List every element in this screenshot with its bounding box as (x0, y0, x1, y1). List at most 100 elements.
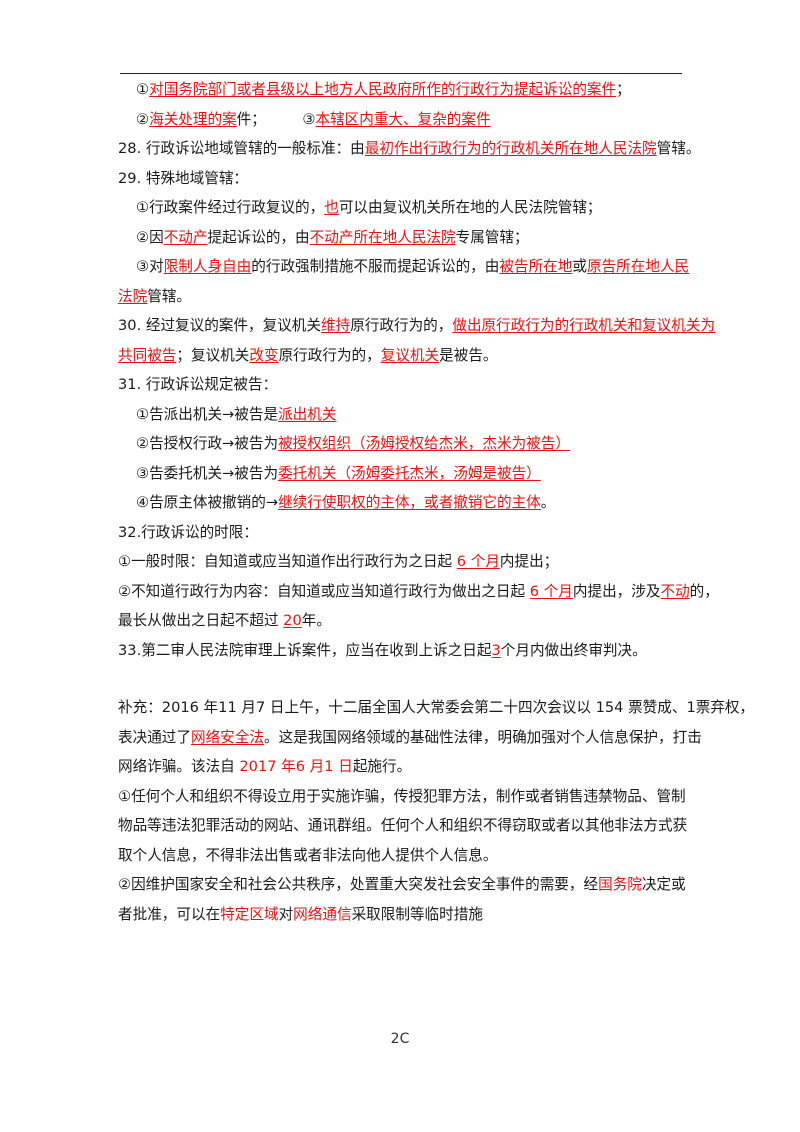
text-span: 32.行政诉讼的时限： (118, 523, 258, 541)
text-span: ④告原主体被撤销的→ (136, 494, 279, 511)
highlighted-text: 2017 年6 月1 日 (239, 758, 353, 775)
text-line: ④告原主体被撤销的→继续行使职权的主体，或者撤销它的主体。 (118, 488, 688, 518)
text-line: 29. 特殊地域管辖： (118, 164, 688, 194)
text-span: 补充：2016 年11 月7 日上午，十二届全国人大常委会第二十四次会议以 15… (118, 699, 755, 716)
text-span: 对 (278, 905, 294, 923)
text-span: 者批准，可以在 (118, 905, 221, 923)
highlighted-text: 海关处理的案 (149, 110, 237, 128)
text-span: 决定或 (641, 876, 686, 893)
text-line: ①行政案件经过行政复议的，也可以由复议机关所在地的人民法院管辖； (118, 193, 688, 223)
highlighted-text: 国务院 (598, 876, 642, 893)
highlighted-text: 共同被告 (118, 346, 177, 364)
highlighted-text: 维持 (320, 317, 351, 334)
text-span: 的行政强制措施不服而提起诉讼的，由 (251, 258, 500, 275)
highlighted-text: 不动产 (163, 228, 208, 246)
text-span: ； (616, 81, 631, 98)
highlighted-text: 改变 (249, 346, 279, 364)
highlighted-text: 被授权组织（汤姆授权给杰米，杰米为被告） (278, 435, 570, 452)
text-span: 内提出； (499, 553, 559, 570)
text-line: 取个人信息，不得非法出售或者非法向他人提供个人信息。 (118, 841, 688, 871)
text-line: 32.行政诉讼的时限： (118, 518, 688, 548)
text-line: 物品等违法犯罪活动的网站、通讯群组。任何个人和组织不得窃取或者以其他非法方式获 (118, 811, 688, 841)
text-span: 或 (572, 258, 587, 275)
text-span: ③告委托机关→被告为 (136, 464, 279, 482)
text-span: ；复议机关 (176, 346, 250, 364)
text-line: 33.第二审人民法院审理上诉案件，应当在收到上诉之日起3个月内做出终审判决。 (118, 636, 688, 666)
highlighted-text: 做出原行政行为的行政机关和复议机关为 (452, 317, 716, 334)
text-span: 。这是我国网络领域的基础性法律，明确加强对个人信息保护，打击 (263, 728, 702, 746)
text-line: ③告委托机关→被告为委托机关（汤姆委托杰米，汤姆是被告） (118, 459, 688, 489)
text-span: ②因 (136, 228, 164, 246)
text-span: 可以由复议机关所在地的人民法院管辖； (338, 199, 602, 216)
highlighted-text: 最初作出行政行为的行政机关所在地人民法院 (364, 140, 657, 157)
text-span: ①一般时限：自知道或应当知道作出行政行为之日起 (118, 553, 457, 570)
text-span: 专属管辖； (455, 228, 529, 246)
paragraph-gap (118, 665, 688, 693)
text-span: 29. 特殊地域管辖： (118, 169, 249, 187)
text-line: 31. 行政诉讼规定被告： (118, 370, 688, 400)
text-line: ①一般时限：自知道或应当知道作出行政行为之日起 6 个月内提出； (118, 547, 688, 577)
text-span: ② (136, 110, 150, 128)
text-span: 个月内做出终审判决。 (500, 641, 647, 659)
text-span: 的， (689, 582, 719, 600)
highlighted-text: 网络通信 (293, 905, 352, 923)
text-span: ②因维护国家安全和社会公共秩序，处置重大突发社会安全事件的需要，经 (118, 876, 599, 893)
text-span: 年。 (301, 612, 331, 629)
header-rule (120, 73, 682, 74)
text-line: 共同被告；复议机关改变原行政行为的，复议机关是被告。 (118, 341, 688, 371)
text-line: 30. 经过复议的案件，复议机关维持原行政行为的，做出原行政行为的行政机关和复议… (118, 311, 715, 341)
page-number: 2C (390, 1031, 410, 1047)
text-span: ①行政案件经过行政复议的， (136, 199, 325, 216)
text-line: 最长从做出之日起不超过 20年。 (118, 606, 688, 636)
text-line: ②海关处理的案件； ③本辖区内重大、复杂的案件 (118, 105, 688, 135)
text-span: 33.第二审人民法院审理上诉案件，应当在收到上诉之日起 (118, 641, 492, 659)
text-span: 网络诈骗。该法自 (118, 758, 240, 775)
text-span: ②不知道行政行为内容：自知道或应当知道行政行为做出之日起 (118, 582, 530, 600)
text-line: ③对限制人身自由的行政强制措施不服而提起诉讼的，由被告所在地或原告所在地人民 (118, 252, 690, 282)
text-line: 补充：2016 年11 月7 日上午，十二届全国人大常委会第二十四次会议以 15… (118, 693, 754, 723)
text-span: 是被告。 (439, 346, 498, 364)
highlighted-text: 被告所在地 (499, 258, 573, 275)
text-span: 31. 行政诉讼规定被告： (118, 376, 278, 393)
document-body: ①对国务院部门或者县级以上地方人民政府所作的行政行为提起诉讼的案件；②海关处理的… (118, 75, 754, 930)
highlighted-text: 本辖区内重大、复杂的案件 (315, 110, 491, 128)
highlighted-text: 对国务院部门或者县级以上地方人民政府所作的行政行为提起诉讼的案件 (149, 81, 617, 98)
text-span: 件； ③ (236, 110, 316, 128)
highlighted-text: 继续行使职权的主体，或者撤销它的主体 (278, 494, 541, 511)
text-span: ③对 (136, 258, 164, 275)
text-span: 采取限制等临时措施 (351, 905, 483, 923)
highlighted-text: 网络安全法 (190, 728, 264, 746)
text-span: 管辖。 (656, 140, 701, 157)
text-span: 最长从做出之日起不超过 (118, 612, 284, 629)
highlighted-text: 委托机关（汤姆委托杰米，汤姆是被告） (278, 464, 541, 482)
text-line: ①任何个人和组织不得设立用于实施诈骗，传授犯罪方法，制作或者销售违禁物品、管制 (118, 782, 688, 812)
text-span: ① (136, 81, 150, 98)
text-span: 原行政行为的， (278, 346, 381, 364)
text-line: ②告授权行政→被告为被授权组织（汤姆授权给杰米，杰米为被告） (118, 429, 688, 459)
highlighted-text: 原告所在地人民 (586, 258, 690, 275)
text-line: ①对国务院部门或者县级以上地方人民政府所作的行政行为提起诉讼的案件； (118, 75, 688, 105)
text-line: 网络诈骗。该法自 2017 年6 月1 日起施行。 (118, 752, 688, 782)
text-line: ②因维护国家安全和社会公共秩序，处置重大突发社会安全事件的需要，经国务院决定或 (118, 870, 688, 900)
text-line: 28. 行政诉讼地域管辖的一般标准：由最初作出行政行为的行政机关所在地人民法院管… (118, 134, 700, 164)
highlighted-text: 特定区域 (220, 905, 279, 923)
text-line: ②因不动产提起诉讼的，由不动产所在地人民法院专属管辖； (118, 223, 688, 253)
text-span: 取个人信息，不得非法出售或者非法向他人提供个人信息。 (118, 846, 498, 864)
text-line: 者批准，可以在特定区域对网络通信采取限制等临时措施 (118, 900, 688, 930)
text-span: 30. 经过复议的案件，复议机关 (118, 317, 321, 334)
text-span: 提起诉讼的，由 (207, 228, 310, 246)
highlighted-text: 6 个月 (529, 582, 573, 600)
text-span: 原行政行为的， (350, 317, 453, 334)
text-line: ②不知道行政行为内容：自知道或应当知道行政行为做出之日起 6 个月内提出，涉及不… (118, 577, 719, 607)
text-span: 表决通过了 (118, 728, 191, 746)
highlighted-text: 3 (491, 641, 501, 659)
highlighted-text: 20 (283, 612, 302, 629)
text-span: 起施行。 (352, 758, 412, 775)
text-span: 28. 行政诉讼地域管辖的一般标准：由 (118, 140, 365, 157)
text-line: ①告派出机关→被告是派出机关 (118, 400, 688, 430)
highlighted-text: 6 个月 (456, 553, 500, 570)
highlighted-text: 限制人身自由 (163, 258, 252, 275)
text-span: 。 (540, 494, 556, 511)
text-line: 法院管辖。 (118, 282, 688, 312)
highlighted-text: 派出机关 (278, 405, 337, 423)
